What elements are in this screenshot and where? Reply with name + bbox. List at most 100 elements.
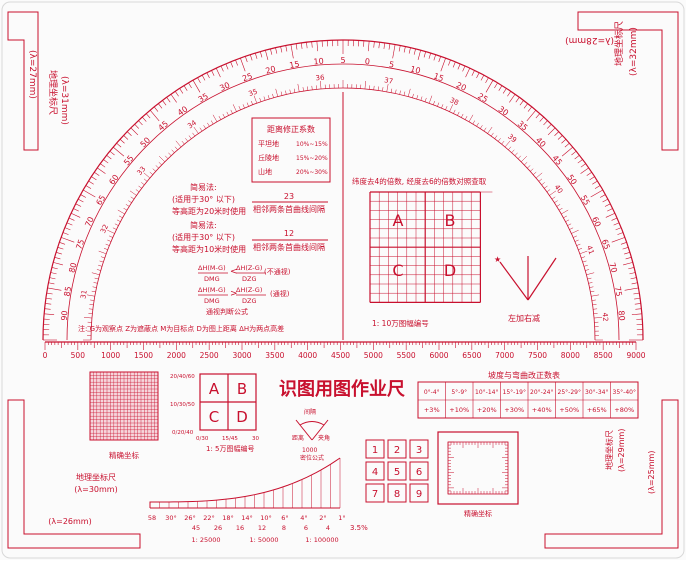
slope-table-value: +3% [424, 406, 440, 414]
right-scale-lambda: (λ=32mm) [629, 27, 639, 76]
slope-table-value: +40% [532, 406, 552, 414]
keypad-number: 6 [416, 467, 422, 478]
scale-label: 7500 [528, 351, 547, 360]
formula-lhs1b: ΔH(M-G) [198, 286, 226, 294]
svg-text:★: ★ [494, 255, 501, 264]
scale-label: 2500 [200, 351, 219, 360]
formula-d1: DMG [204, 275, 220, 283]
slope-top-label: 18° [222, 514, 234, 522]
grid-quad-b: B [445, 211, 456, 230]
precise-caption: 精确坐标 [109, 450, 139, 460]
slope-table-value: +20% [477, 406, 497, 414]
formula-d1b: DMG [204, 297, 220, 305]
scale-label: 6000 [429, 351, 448, 360]
protractor-inner-label: 42 [601, 312, 610, 322]
scale-label: 0 [43, 351, 48, 360]
scale-label: 7000 [495, 351, 514, 360]
protractor-label: 75 [613, 286, 624, 298]
slope-table-head: 10°-14° [475, 389, 498, 396]
turn-label: 左加右减 [508, 313, 540, 323]
slope-table-value: +10% [449, 406, 469, 414]
keypad-number: 8 [394, 489, 400, 500]
keypad-number: 7 [372, 489, 378, 500]
protractor-label: 10 [313, 57, 324, 67]
abcd-d: D [236, 408, 248, 426]
abcd-left-1: 10/30/50 [170, 402, 195, 408]
slope-table-head: 35°-40° [613, 389, 636, 396]
method2-title: 简易法: [190, 220, 217, 230]
left-scale-lambda: (λ=31mm) [59, 76, 69, 125]
slope-top-label: 58 [148, 514, 156, 522]
right-scale-top: (λ=28mm) [565, 35, 614, 45]
slope-bottom-label: 1: 100000 [305, 536, 338, 544]
keypad-number: 9 [416, 489, 422, 500]
distance-row-key: 山地 [258, 167, 272, 176]
grid-title: 纬度去4的倍数, 经度去6的倍数对照查取 [352, 176, 487, 186]
lb-l1: (λ=30mm) [74, 485, 117, 494]
scale-label: 1000 [101, 351, 120, 360]
abcd-c: C [209, 408, 219, 426]
mil-e: 密位公式 [300, 454, 324, 462]
method2-num: 12 [284, 229, 294, 238]
left-scale-top: (λ=27mm) [27, 50, 37, 99]
distance-box-title: 距离修正系数 [267, 124, 315, 134]
precise-caption-2: 精确坐标 [464, 509, 492, 518]
slope-mid-label: 8 [282, 524, 286, 532]
slope-top-label: 22° [203, 514, 215, 522]
method1-title: 简易法: [190, 182, 217, 192]
slope-mid-label: 26 [214, 524, 222, 532]
protractor-label: 85 [62, 286, 73, 298]
scale-label: 5500 [397, 351, 416, 360]
right-scale-label: 地理坐标尺 [613, 21, 625, 66]
scale-label: 500 [71, 351, 86, 360]
formula-caption: 通视判断公式 [206, 307, 248, 316]
left-scale-label: 地理坐标尺 [47, 70, 59, 115]
scale-label: 4000 [298, 351, 317, 360]
slope-table-head: 25°-29° [558, 389, 581, 396]
slope-top-label: 1° [338, 514, 345, 522]
rb-label: 地理坐标尺 [604, 430, 614, 470]
abcd-caption: 1: 5万图幅编号 [206, 444, 255, 453]
formula-rhs1: ΔH(Z-G) [236, 264, 262, 272]
slope-mid-label: 6 [304, 524, 308, 532]
slope-top-label: 26° [184, 514, 196, 522]
slope-bottom-label: 1: 25000 [191, 536, 220, 544]
legend-line: 注: G为观察点 Z为遮蔽点 M为目标点 D为图上距离 ΔH为两点高差 [78, 324, 284, 333]
slope-mid-label: 16 [236, 524, 244, 532]
keypad-number: 1 [372, 445, 378, 456]
method1-cond: (适用于30° 以下) [172, 194, 235, 204]
mil-d: 1000 [302, 447, 317, 454]
slope-table-head: 30°-34° [585, 389, 608, 396]
slope-table-value: +30% [504, 406, 524, 414]
method2-cond: (适用于30° 以下) [172, 232, 235, 242]
keypad-number: 3 [416, 445, 422, 456]
scale-label: 2000 [167, 351, 186, 360]
slope-table-head: 0°-4° [424, 389, 440, 396]
slope-top-label: 30° [165, 514, 177, 522]
svg-text:<: < [230, 267, 238, 277]
formula-d2b: DZG [242, 297, 257, 305]
method2-rule: 等高距为10米时使用 [172, 244, 246, 254]
scale-label: 1500 [134, 351, 153, 360]
grid-caption: 1: 10万图幅编号 [372, 318, 429, 328]
scale-label: 3500 [265, 351, 284, 360]
slope-table-value: +65% [587, 406, 607, 414]
slope-table-head: 5°-9° [451, 389, 467, 396]
slope-top-label: 10° [260, 514, 272, 522]
protractor-label: 80 [617, 310, 627, 321]
formula-note2: (通视) [270, 289, 290, 298]
slope-pct: 3.5% [350, 524, 368, 532]
scale-label: 9000 [626, 351, 645, 360]
method2-den: 相邻两条首曲线间隔 [253, 242, 325, 252]
slope-table-title: 坡度与弯曲改正数表 [488, 370, 560, 380]
formula-d2: DZG [242, 275, 257, 283]
protractor-label: 0 [364, 57, 370, 66]
slope-table-head: 15°-19° [503, 389, 526, 396]
slope-table-head: 20°-24° [530, 389, 553, 396]
slope-mid-label: 4 [326, 524, 330, 532]
slope-top-label: 4° [300, 514, 307, 522]
grid-quad-c: C [392, 261, 403, 280]
mil-a: 间隔 [304, 408, 316, 416]
